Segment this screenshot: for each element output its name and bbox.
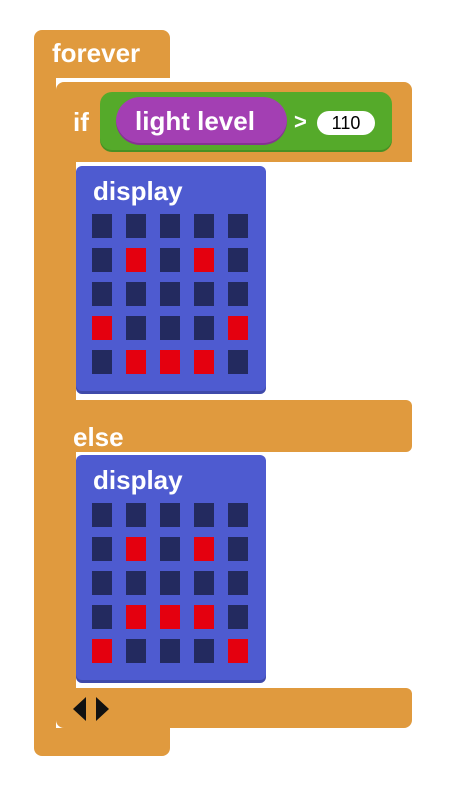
led-grid <box>92 503 248 663</box>
led-cell-off[interactable] <box>92 282 112 306</box>
forever-block-header[interactable]: forever <box>34 30 170 78</box>
led-cell-off[interactable] <box>228 503 248 527</box>
led-cell-off[interactable] <box>194 282 214 306</box>
led-cell-off[interactable] <box>92 605 112 629</box>
if-block-spine-bottom <box>56 452 76 688</box>
led-cell-on[interactable] <box>228 316 248 340</box>
led-cell-off[interactable] <box>126 282 146 306</box>
led-cell-off[interactable] <box>160 503 180 527</box>
led-cell-off[interactable] <box>194 571 214 595</box>
led-cell-off[interactable] <box>160 316 180 340</box>
comparison-operator[interactable]: > <box>294 109 307 134</box>
led-cell-on[interactable] <box>126 605 146 629</box>
else-row: else <box>56 400 412 452</box>
led-cell-off[interactable] <box>228 248 248 272</box>
led-cell-on[interactable] <box>92 316 112 340</box>
led-cell-off[interactable] <box>228 605 248 629</box>
forever-block-spine <box>34 78 56 728</box>
led-cell-off[interactable] <box>160 214 180 238</box>
led-cell-off[interactable] <box>92 571 112 595</box>
led-cell-on[interactable] <box>126 350 146 374</box>
led-cell-on[interactable] <box>194 537 214 561</box>
led-cell-off[interactable] <box>126 639 146 663</box>
led-cell-off[interactable] <box>92 537 112 561</box>
led-cell-off[interactable] <box>126 316 146 340</box>
led-cell-off[interactable] <box>160 571 180 595</box>
led-cell-off[interactable] <box>194 214 214 238</box>
led-cell-off[interactable] <box>228 282 248 306</box>
led-cell-on[interactable] <box>160 350 180 374</box>
threshold-number-field[interactable]: 110 <box>317 111 375 135</box>
led-cell-off[interactable] <box>126 571 146 595</box>
led-cell-on[interactable] <box>194 350 214 374</box>
led-cell-off[interactable] <box>92 248 112 272</box>
led-cell-off[interactable] <box>194 503 214 527</box>
led-cell-off[interactable] <box>160 282 180 306</box>
led-cell-off[interactable] <box>228 350 248 374</box>
led-cell-off[interactable] <box>126 503 146 527</box>
led-cell-off[interactable] <box>228 537 248 561</box>
display-block-if[interactable]: display <box>76 166 266 394</box>
if-label: if <box>73 107 89 137</box>
forever-label: forever <box>52 38 141 68</box>
led-cell-off[interactable] <box>228 214 248 238</box>
led-cell-off[interactable] <box>194 639 214 663</box>
led-cell-on[interactable] <box>126 248 146 272</box>
led-cell-off[interactable] <box>126 214 146 238</box>
led-cell-on[interactable] <box>92 639 112 663</box>
light-level-label: light level <box>135 106 255 136</box>
led-cell-on[interactable] <box>126 537 146 561</box>
display-block-else[interactable]: display <box>76 455 266 683</box>
led-cell-off[interactable] <box>160 639 180 663</box>
led-cell-on[interactable] <box>228 639 248 663</box>
led-cell-off[interactable] <box>92 503 112 527</box>
led-cell-off[interactable] <box>160 248 180 272</box>
led-cell-on[interactable] <box>194 248 214 272</box>
else-label: else <box>73 422 124 452</box>
light-level-block[interactable]: light level <box>116 97 287 145</box>
led-cell-off[interactable] <box>92 214 112 238</box>
led-cell-off[interactable] <box>160 537 180 561</box>
display-label: display <box>93 465 183 495</box>
led-grid <box>92 214 248 374</box>
right-arrow-icon[interactable] <box>96 697 109 721</box>
if-block-footer <box>56 688 412 728</box>
led-cell-off[interactable] <box>92 350 112 374</box>
forever-block-footer <box>34 728 170 756</box>
led-cell-on[interactable] <box>194 605 214 629</box>
display-label: display <box>93 176 183 206</box>
left-arrow-icon[interactable] <box>73 697 86 721</box>
led-cell-off[interactable] <box>194 316 214 340</box>
led-cell-on[interactable] <box>160 605 180 629</box>
led-cell-off[interactable] <box>228 571 248 595</box>
if-block-spine-top <box>56 162 76 400</box>
